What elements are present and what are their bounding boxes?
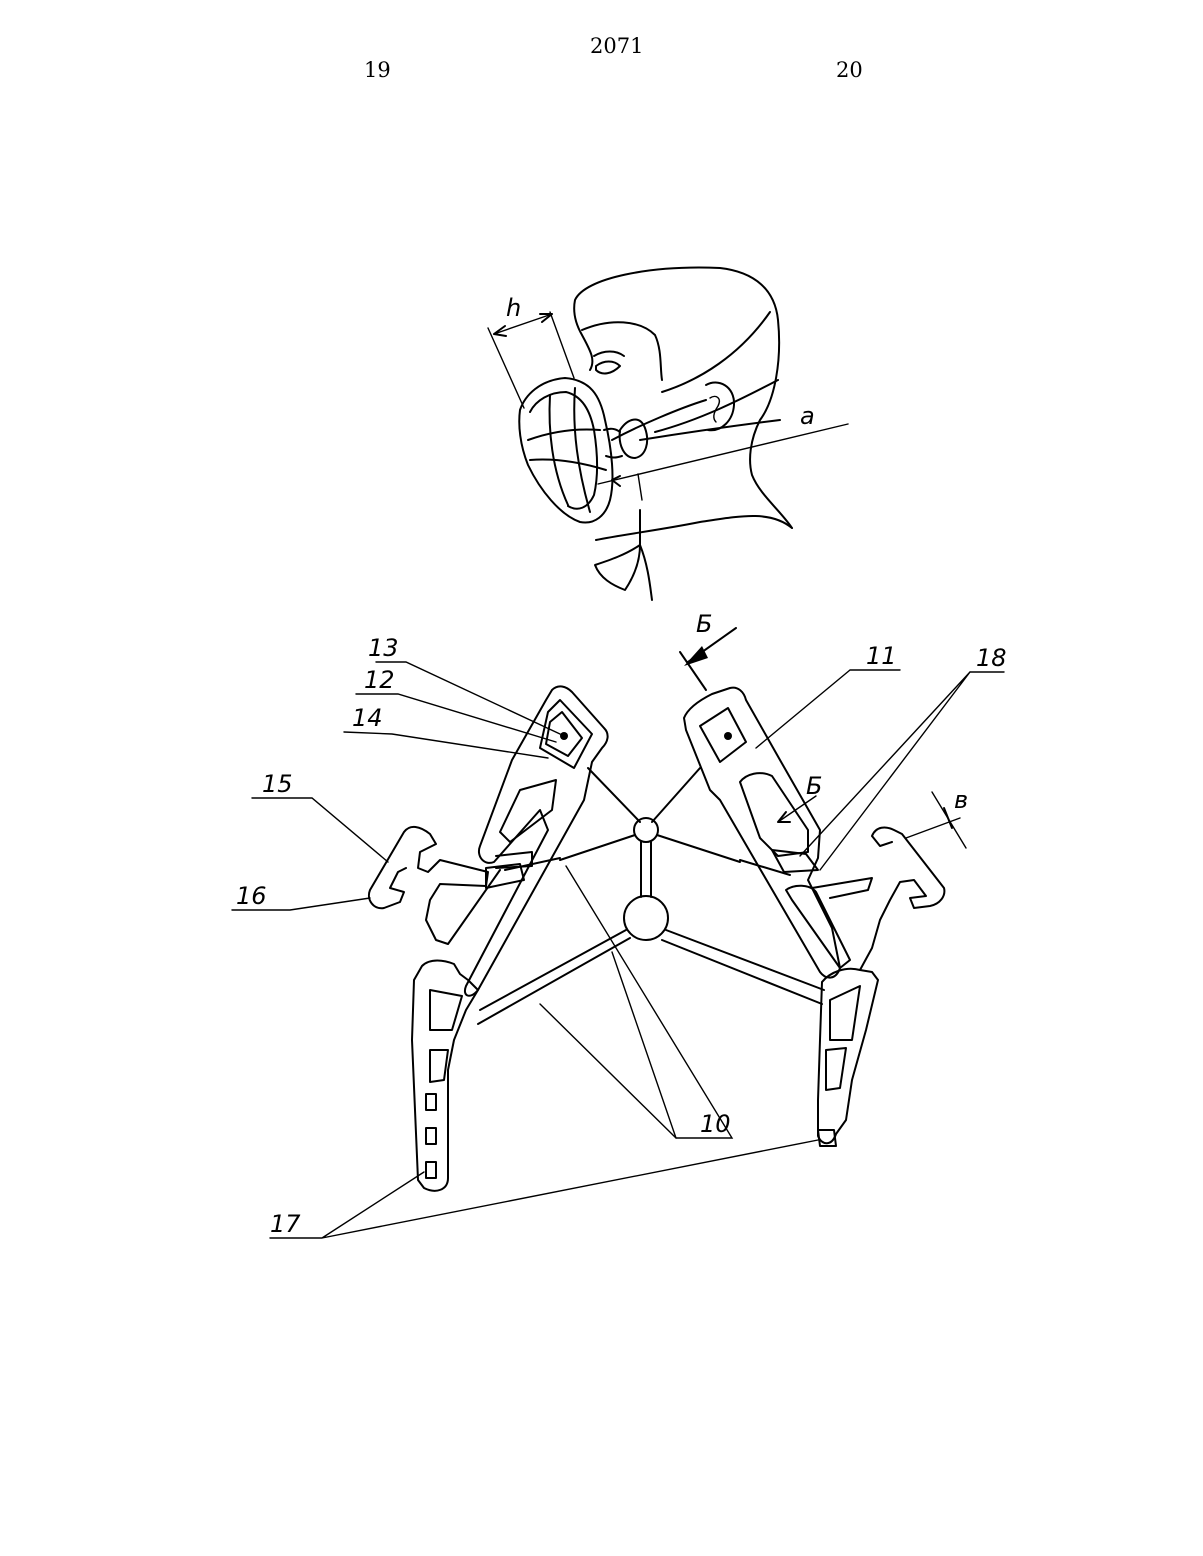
label-16: 16 <box>236 882 267 910</box>
label-a: a <box>800 402 815 430</box>
label-11: 11 <box>866 642 897 670</box>
head-with-mask-figure: h a <box>488 268 848 600</box>
eye <box>596 362 620 374</box>
dimension-h: h <box>488 294 574 408</box>
head-outline <box>574 268 792 528</box>
callouts: 13 12 14 15 16 11 18 10 17 <box>232 634 1007 1238</box>
label-17: 17 <box>270 1210 301 1238</box>
label-10: 10 <box>700 1110 731 1138</box>
label-section-b: Б <box>806 772 822 800</box>
harness-figure: 13 12 14 15 16 11 18 10 17 Б <box>232 610 1007 1238</box>
small-hub <box>634 818 658 842</box>
label-18: 18 <box>976 644 1007 672</box>
view-marker: Б <box>680 610 736 690</box>
label-v: в <box>954 786 968 814</box>
label-13: 13 <box>368 634 399 662</box>
right-buckle <box>812 828 944 970</box>
label-15: 15 <box>262 770 293 798</box>
dimension-a: a <box>598 402 848 500</box>
left-upper-strap <box>465 686 608 995</box>
view-marker-label: Б <box>696 610 712 638</box>
label-12: 12 <box>364 666 395 694</box>
label-14: 14 <box>352 704 383 732</box>
label-h: h <box>506 294 521 322</box>
large-hub <box>624 896 668 940</box>
ear <box>706 382 734 430</box>
dimension-v: в <box>906 786 968 848</box>
